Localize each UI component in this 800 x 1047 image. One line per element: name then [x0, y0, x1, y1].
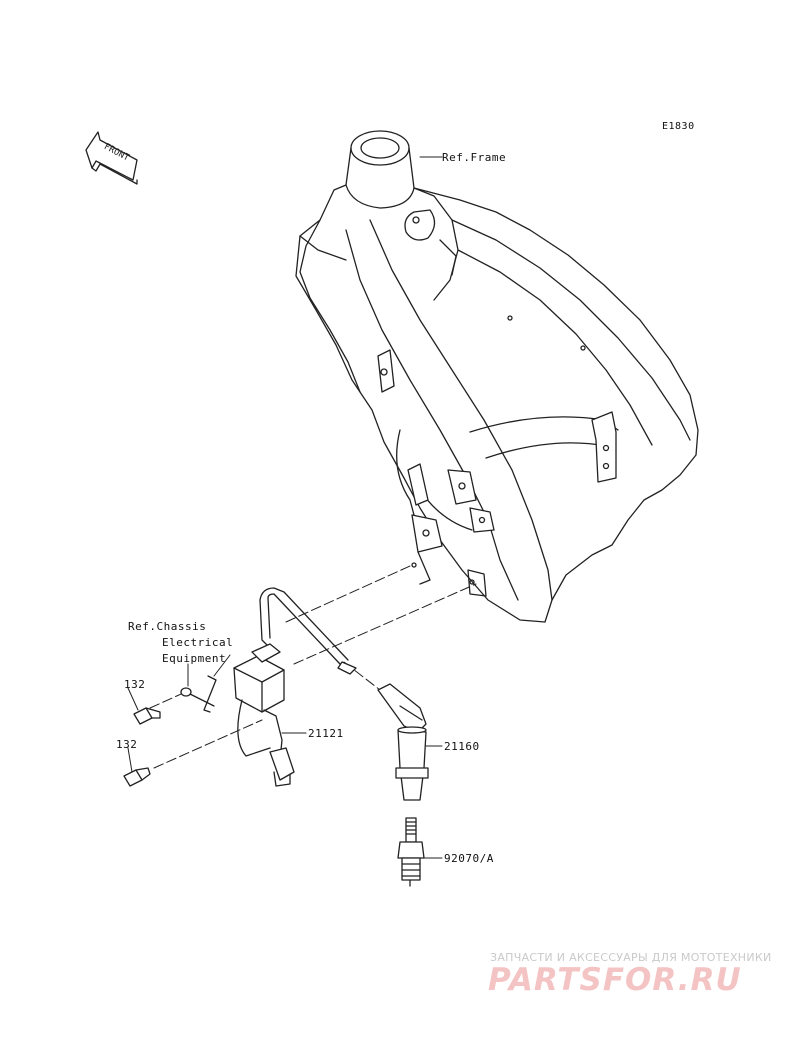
bolt-upper-icon: [133, 707, 161, 725]
leader-lines: [127, 156, 443, 859]
ring-terminal: [180, 687, 215, 707]
part-label-21121: 21121: [308, 727, 344, 740]
ignition-coil: [203, 587, 357, 787]
part-label-92070a: 92070/A: [444, 852, 494, 865]
part-label-132-lower: 132: [116, 738, 138, 751]
bolt-lower-icon: [123, 767, 151, 787]
frame-drawing: [295, 130, 699, 623]
ref-frame-label: Ref.Frame: [442, 151, 507, 164]
diagram-code: E1830: [662, 121, 695, 132]
ref-chassis-label: Ref.Chassis: [128, 620, 207, 633]
reference-lines: [149, 565, 477, 769]
ref-chassis-label-line3: Equipment: [162, 652, 227, 665]
part-label-132-upper: 132: [124, 678, 146, 691]
watermark-tagline: ЗАПЧАСТИ И АКСЕССУАРЫ ДЛЯ МОТОТЕХНИКИ: [490, 951, 772, 964]
spark-plug-cap: [377, 683, 429, 801]
spark-plug: [397, 817, 425, 887]
ref-chassis-label-line2: Electrical: [162, 636, 234, 649]
watermark-logo: PARTSFOR.RU: [488, 962, 742, 998]
part-label-21160: 21160: [444, 740, 480, 753]
front-arrow-icon: FRONT: [85, 131, 138, 185]
